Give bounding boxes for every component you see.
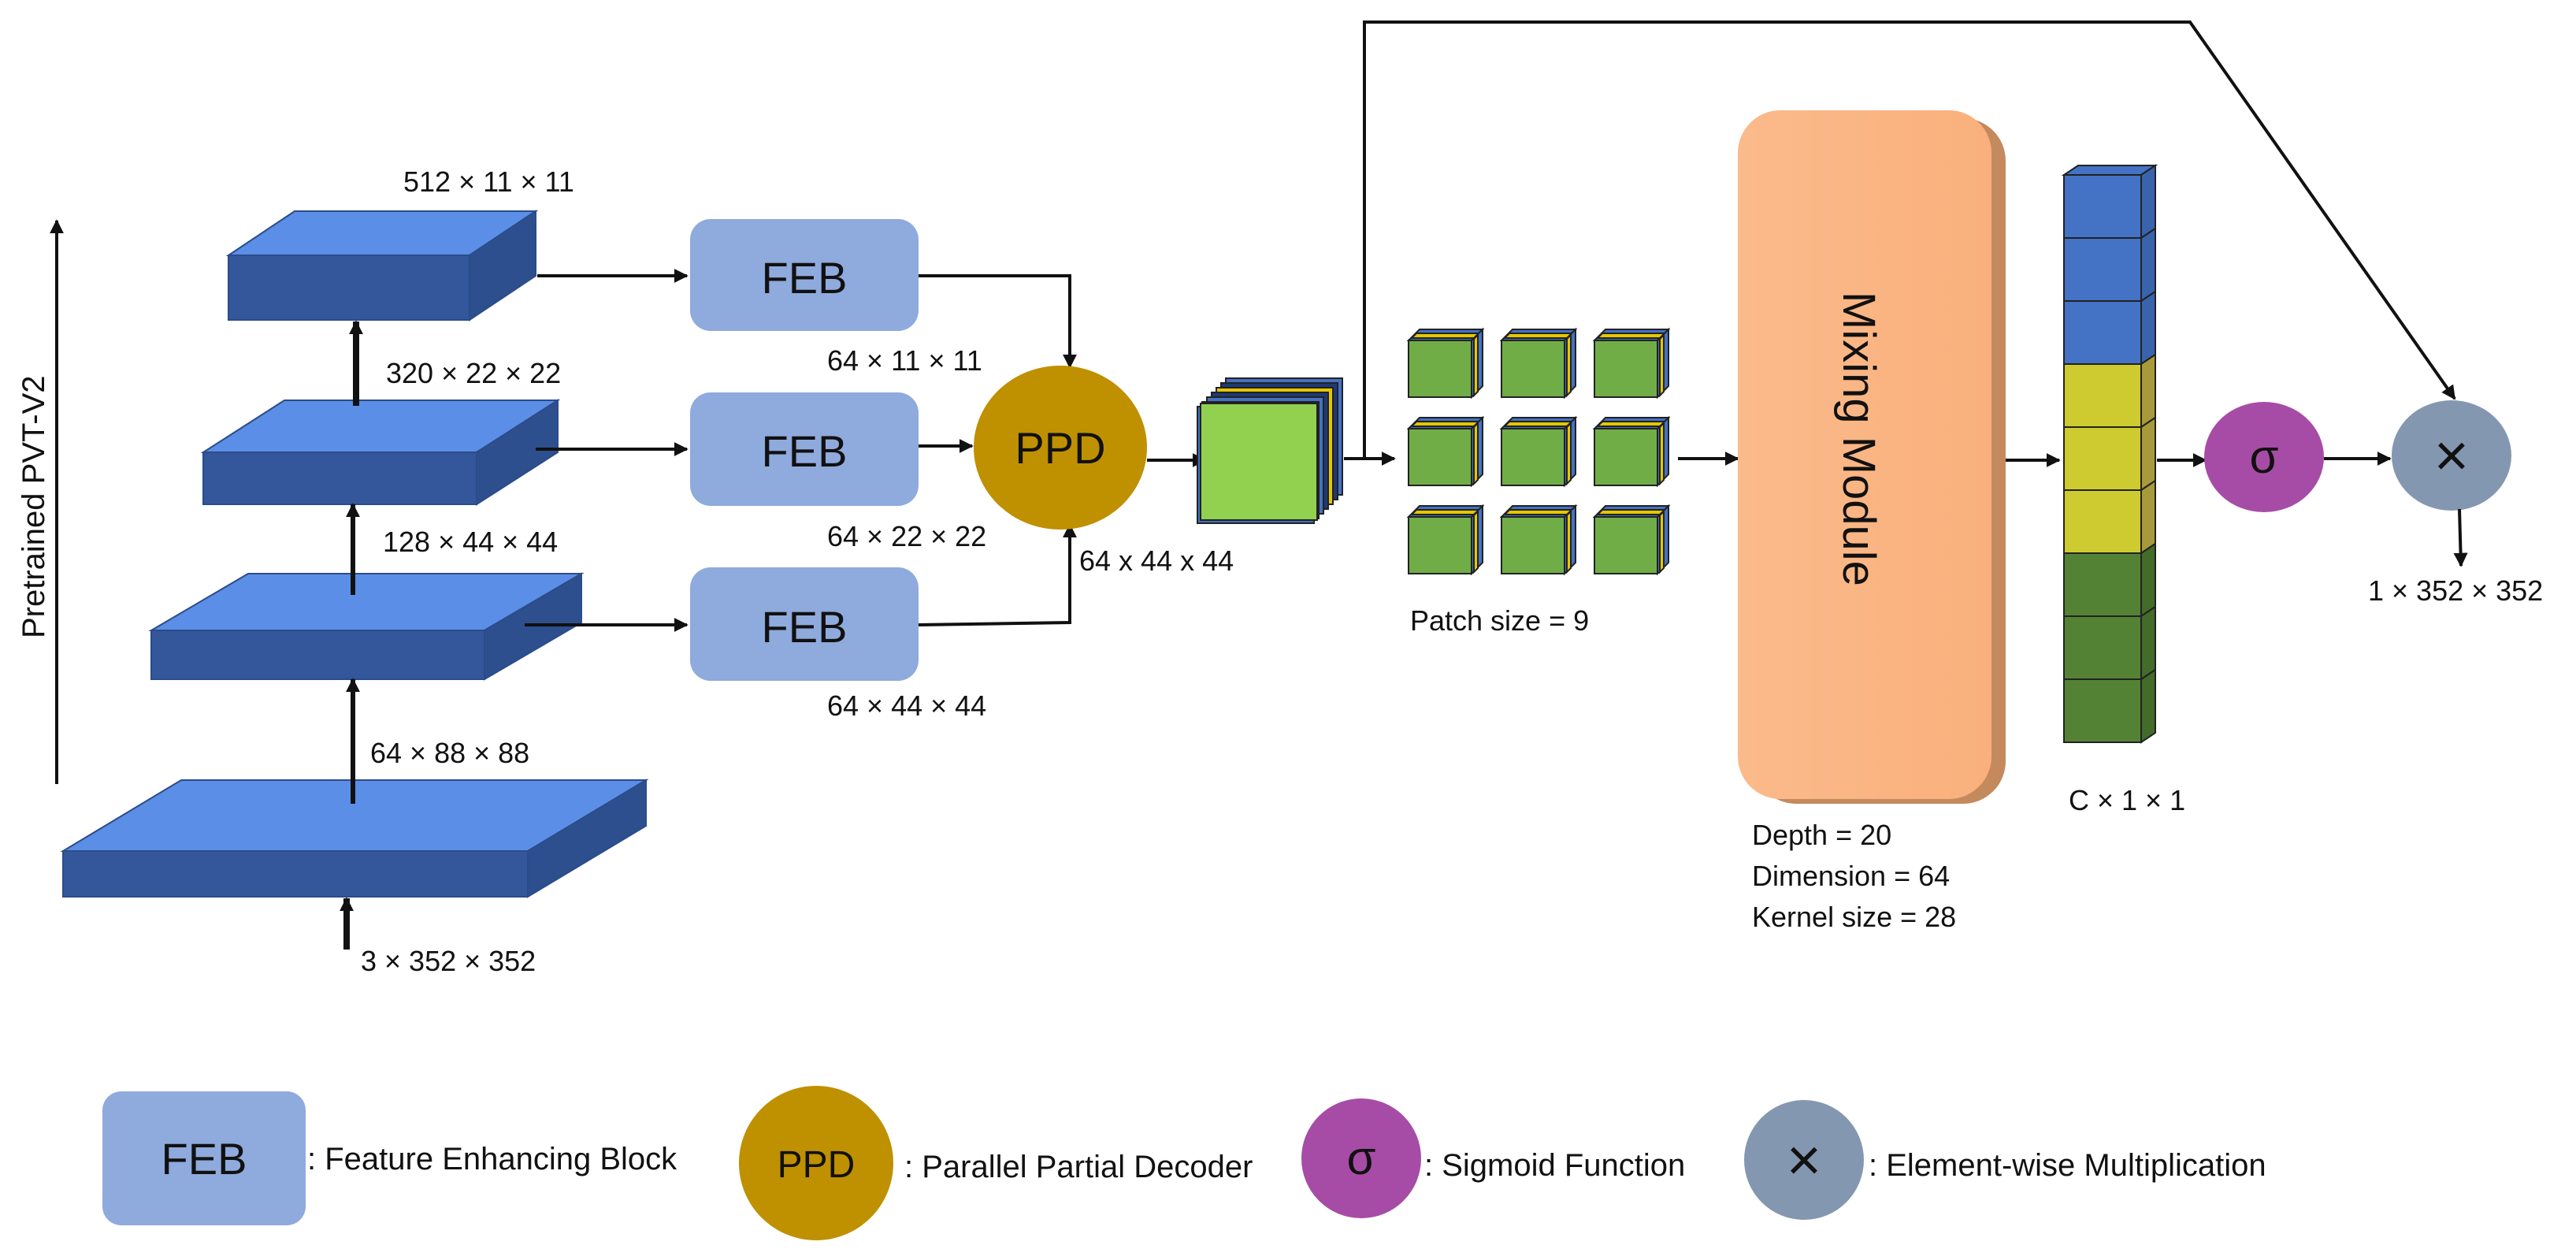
mixing-dimension-label: Dimension = 64 (1752, 860, 1950, 892)
patch-cube (1499, 504, 1578, 576)
feb-top-dim-label: 64 × 11 × 11 (827, 344, 982, 377)
ppd-label: PPD (1015, 423, 1105, 473)
vector-cell (2063, 489, 2142, 554)
vector-cell-side (2140, 479, 2156, 555)
backbone-stage-2 (148, 572, 585, 681)
vector-cap (2061, 165, 2158, 176)
mixing-module-label: Mixing Module (1833, 292, 1884, 586)
stage-2-dim-label: 128 × 44 × 44 (383, 526, 558, 558)
patch-cube (1592, 415, 1671, 488)
vector-cell-side (2140, 605, 2156, 681)
feb-to-ppd-arrows (918, 274, 1077, 626)
channel-vector (2061, 164, 2158, 744)
patch-grid (1406, 327, 1671, 576)
vector-cell-side (2140, 416, 2156, 492)
input-dim-label: 3 × 352 × 352 (361, 945, 536, 977)
feb-middle-dim-label: 64 × 22 × 22 (827, 520, 986, 552)
legend-multiply-symbol: × (1787, 1127, 1821, 1194)
patch-cube (1499, 327, 1578, 400)
skip-connection-arrow (1344, 20, 2456, 460)
vector-cell-side (2140, 290, 2156, 366)
vector-cell-side (2140, 668, 2156, 744)
vector-cell-side (2140, 542, 2156, 618)
backbone-title: Pretrained PVT-V2 (17, 376, 51, 639)
feb-label: FEB (762, 426, 848, 476)
feb-block-bottom: FEB (690, 567, 919, 681)
vector-cell (2063, 363, 2142, 428)
vector-cell (2063, 300, 2142, 365)
patch-cube (1406, 504, 1485, 576)
legend-sigmoid-text: : Sigmoid Function (1424, 1148, 1685, 1183)
vector-cell (2063, 174, 2142, 239)
backbone-to-feb-arrows (525, 269, 689, 632)
patch-cube (1592, 327, 1671, 400)
vector-cell (2063, 615, 2142, 680)
vector-cell (2063, 426, 2142, 491)
legend-ppd-text: : Parallel Partial Decoder (904, 1150, 1253, 1184)
ppd-dim-label: 64 x 44 x 44 (1079, 545, 1234, 577)
legend-item-ppd: PPD : Parallel Partial Decoder (739, 1086, 1253, 1240)
backbone-stage-1 (60, 779, 649, 898)
feb-block-middle: FEB (690, 392, 919, 506)
legend-ppd-symbol: PPD (778, 1144, 856, 1186)
mixing-module: Mixing Module (1738, 110, 2006, 804)
vector-cell-side (2140, 164, 2156, 240)
feb-block-top: FEB (690, 219, 919, 331)
backbone-axis: Pretrained PVT-V2 (17, 219, 64, 784)
sigmoid-symbol: σ (2249, 430, 2278, 483)
vector-cell (2063, 237, 2142, 302)
legend-item-multiply: × : Element-wise Multiplication (1744, 1100, 2266, 1220)
vector-cell (2063, 552, 2142, 617)
mixing-depth-label: Depth = 20 (1752, 819, 1891, 851)
multiply-node: × (2392, 400, 2511, 511)
backbone-arrows (340, 320, 363, 950)
mixing-kernel-label: Kernel size = 28 (1752, 901, 1956, 933)
backbone-stage-4 (225, 210, 539, 322)
backbone-stage-3 (200, 399, 561, 506)
feb-label: FEB (762, 602, 848, 652)
ppd-node: PPD (974, 366, 1147, 530)
patch-cube (1499, 415, 1578, 488)
vector-dim-label: C × 1 × 1 (2069, 784, 2185, 816)
vector-cell-side (2140, 353, 2156, 429)
vector-cell (2063, 678, 2142, 743)
legend-feb-symbol: FEB (161, 1134, 247, 1184)
patch-size-label: Patch size = 9 (1410, 604, 1589, 637)
stage-3-dim-label: 320 × 22 × 22 (386, 357, 561, 389)
patch-cube (1406, 415, 1485, 488)
legend-multiply-text: : Element-wise Multiplication (1869, 1148, 2266, 1183)
legend-sigmoid-symbol: σ (1346, 1132, 1375, 1184)
stage-4-dim-label: 512 × 11 × 11 (403, 165, 574, 198)
sigmoid-node: σ (2204, 402, 2324, 512)
multiply-symbol: × (2434, 422, 2469, 489)
legend-item-feb: FEB : Feature Enhancing Block (102, 1091, 677, 1225)
legend: FEB : Feature Enhancing Block PPD : Para… (102, 1086, 2266, 1240)
patch-cube (1592, 504, 1671, 576)
output-dim-label: 1 × 352 × 352 (2368, 574, 2543, 607)
feb-bottom-dim-label: 64 × 44 × 44 (827, 689, 986, 722)
legend-feb-text: : Feature Enhancing Block (307, 1142, 677, 1176)
feature-map-stack (1197, 377, 1343, 524)
vector-cell-side (2140, 227, 2156, 303)
stage-1-dim-label: 64 × 88 × 88 (370, 737, 529, 769)
multiply-output-arrow (2453, 508, 2468, 567)
patch-cube (1406, 327, 1485, 400)
legend-item-sigmoid: σ : Sigmoid Function (1301, 1098, 1685, 1218)
feb-label: FEB (762, 253, 848, 303)
